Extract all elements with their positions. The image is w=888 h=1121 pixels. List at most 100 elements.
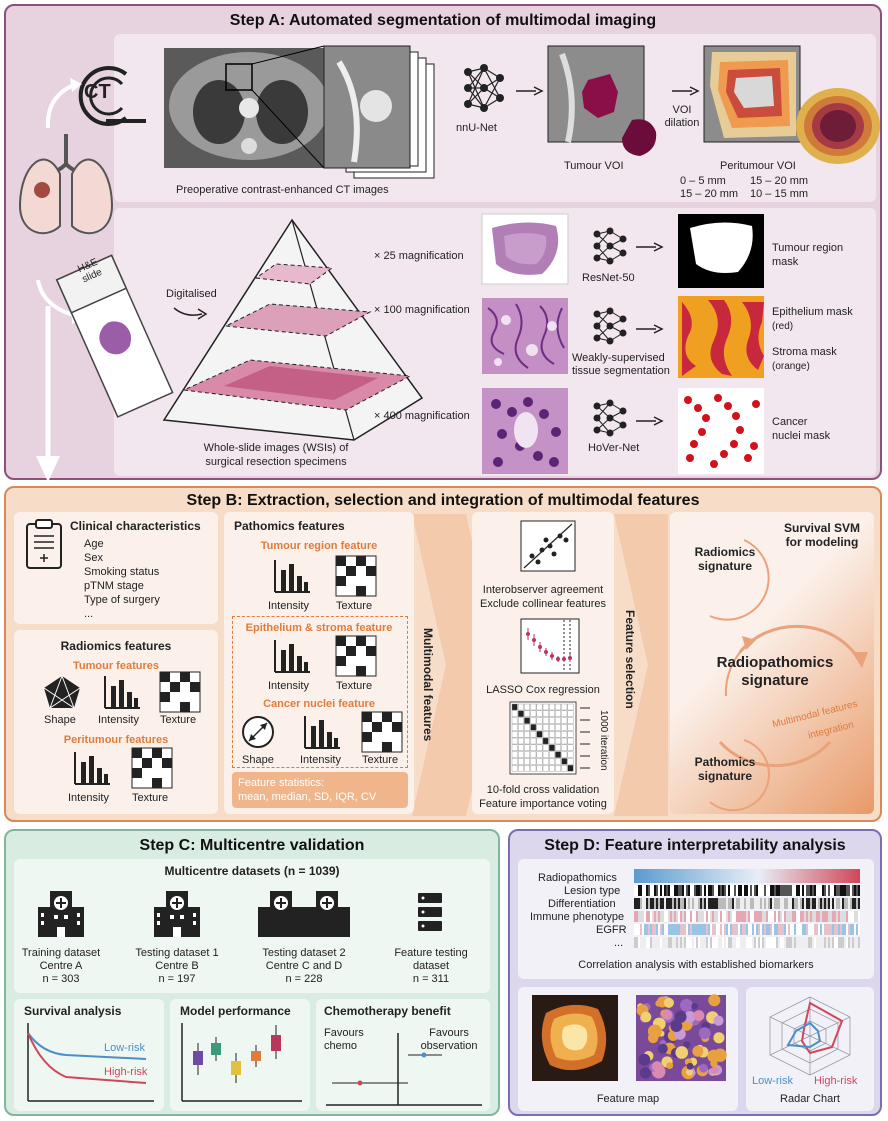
weakly-label-2: tissue segmentation	[572, 365, 670, 377]
heatmap-cell	[802, 898, 804, 909]
heatmap-cell	[708, 937, 710, 948]
heatmap-cell	[684, 911, 686, 922]
heatmap-cell	[664, 937, 666, 948]
heatmap-cell	[710, 937, 712, 948]
heatmap-cell	[778, 885, 780, 896]
heatmap-cell	[698, 924, 700, 935]
cv-grid-cell	[561, 737, 568, 745]
heatmap-cell	[654, 924, 656, 935]
heatmap-cell	[678, 885, 680, 896]
heatmap-cell	[634, 911, 636, 922]
radiopathomics-label-2: signature	[741, 672, 809, 689]
heatmap-cell	[758, 937, 760, 948]
wsi-100x-image	[482, 298, 568, 374]
radar-low-risk-label: Low-risk	[752, 1075, 793, 1087]
heatmap-cell	[816, 924, 818, 935]
heatmap-cell	[838, 911, 840, 922]
heatmap-cell	[804, 924, 806, 935]
heatmap-cell	[724, 885, 726, 896]
tumour-mask-label-1: Tumour region	[772, 242, 844, 254]
weakly-network-icon	[593, 307, 627, 345]
heatmap-cell	[830, 898, 832, 909]
heatmap-cell	[650, 885, 652, 896]
heatmap-cell	[724, 937, 726, 948]
cv-grid-cell	[530, 737, 537, 745]
heatmap-cell	[852, 924, 854, 935]
heatmap-cell	[664, 885, 666, 896]
cv-grid-cell	[555, 765, 562, 772]
heatmap-cell	[802, 924, 804, 935]
heatmap-cell	[842, 911, 844, 922]
heatmap-cell	[760, 911, 762, 922]
heatmap-cell	[780, 924, 782, 935]
heatmap-cell	[858, 885, 860, 896]
wsi-pyramid	[162, 218, 424, 441]
radar-high-risk-label: High-risk	[814, 1075, 858, 1087]
heatmap-cell	[844, 924, 846, 935]
heatmap-cell	[794, 898, 796, 909]
heatmap-cell	[802, 937, 804, 948]
heatmap-cell	[686, 898, 688, 909]
heatmap-cell	[720, 885, 722, 896]
heatmap-cell	[772, 937, 774, 948]
feature-map-cells	[636, 994, 727, 1081]
heatmap-cell	[822, 885, 824, 896]
cv-grid-cell	[555, 710, 562, 718]
heatmap-cell	[720, 898, 722, 909]
heatmap-cell	[856, 898, 858, 909]
heatmap-cell	[738, 885, 740, 896]
heatmap-cell	[810, 911, 812, 922]
cv-grid-cell	[511, 731, 518, 738]
heatmap-cell	[794, 911, 796, 922]
heatmap-cell	[814, 911, 816, 922]
heatmap-cell	[740, 937, 742, 948]
heatmap-cell	[686, 911, 688, 922]
heatmap-cell	[824, 937, 826, 948]
he-slide-icon	[55, 254, 174, 418]
heatmap-cell	[830, 885, 832, 896]
heatmap-cell	[766, 924, 768, 935]
dataset-2-l3: n = 228	[285, 973, 323, 985]
heatmap-cell	[768, 924, 770, 935]
peritumour-features-label: Peritumour features	[63, 734, 169, 746]
heatmap-cell	[648, 924, 650, 935]
heatmap-cell	[786, 898, 788, 909]
heatmap-cell	[722, 885, 724, 896]
feature-map-cell	[683, 1041, 691, 1049]
heatmap-cell	[790, 924, 792, 935]
dataset-1-l1: Testing dataset 1	[135, 947, 219, 959]
heatmap-cell	[844, 937, 846, 948]
feature-map-cell	[691, 1003, 698, 1010]
heatmap-cell	[844, 885, 846, 896]
curved-arrow-icon	[45, 78, 82, 129]
cv-grid-cell	[542, 703, 549, 711]
heatmap-cell	[692, 937, 694, 948]
feature-stats-box	[232, 772, 408, 808]
dataset-1-l3: n = 197	[158, 973, 196, 985]
heatmap-cell	[810, 898, 812, 909]
biomarker-row-3: Immune phenotype	[530, 911, 625, 923]
chemo-card	[316, 999, 490, 1111]
heatmap-cell	[816, 911, 818, 922]
heatmap-cell	[790, 898, 792, 909]
cv-label-1: 10-fold cross validation	[486, 784, 600, 796]
dataset-0-l3: n = 303	[42, 973, 80, 985]
heatmap-cell	[646, 911, 648, 922]
cv-grid-cell	[561, 724, 568, 731]
heatmap-cell	[814, 898, 816, 909]
arrow-icon	[516, 86, 544, 96]
heatmap-cell	[694, 924, 696, 935]
heatmap-cell	[852, 937, 854, 948]
heatmap-cell	[728, 924, 730, 935]
heatmap-cell	[760, 885, 762, 896]
heatmap-cell	[744, 885, 746, 896]
dataset-3-l1: Feature testing	[394, 947, 468, 959]
tumour-voi-image	[547, 45, 657, 156]
multimodal-features-label: Multimodal features	[421, 628, 435, 742]
cv-grid-cell	[511, 724, 518, 731]
heatmap-cell	[830, 937, 832, 948]
heatmap-cell	[812, 937, 814, 948]
heatmap-cell	[702, 924, 704, 935]
heatmap-cell	[648, 885, 650, 896]
cv-grid-cell	[549, 731, 555, 738]
